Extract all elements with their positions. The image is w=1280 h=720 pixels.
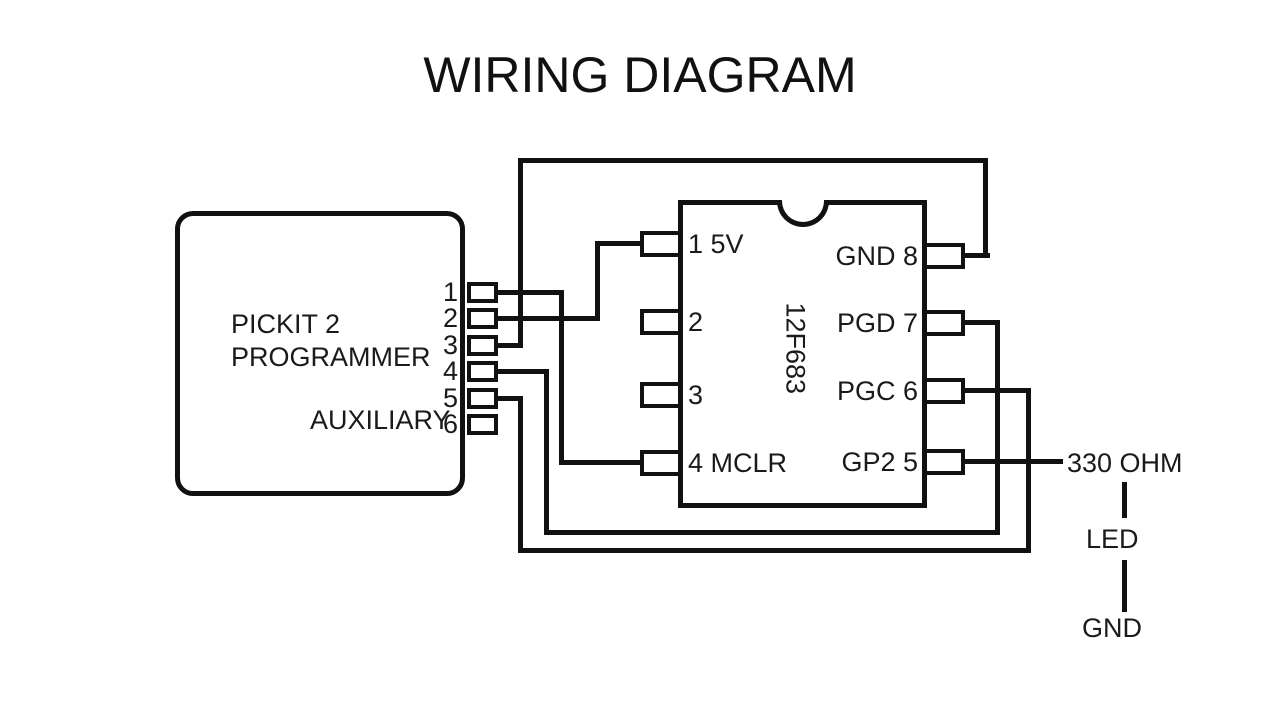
wire-segment — [495, 290, 564, 295]
wire-segment — [995, 320, 1000, 535]
ic-pin-pad-4 — [640, 450, 682, 476]
pickit-pin-number-6: 6 — [442, 409, 458, 439]
wire-segment — [518, 396, 523, 553]
pickit-pin-number-4: 4 — [442, 356, 458, 386]
pickit-pin-pad-5 — [467, 388, 498, 409]
wire-segment — [961, 253, 990, 258]
wire-segment — [497, 343, 523, 348]
pickit-pin-number-5: 5 — [442, 383, 458, 413]
ic-pin-pad-2 — [640, 309, 682, 335]
wire-segment — [518, 158, 988, 163]
wire-segment — [495, 316, 600, 321]
auxiliary-label: AUXILIARY — [310, 405, 451, 435]
led-label: LED — [1086, 524, 1139, 554]
wire-segment — [559, 460, 645, 465]
ic-pin-pad-1 — [640, 231, 682, 257]
wire-segment — [961, 459, 1063, 464]
wire-segment — [595, 241, 600, 321]
pickit-pin-number-1: 1 — [442, 277, 458, 307]
wire-segment — [518, 548, 1031, 553]
wire-segment — [559, 290, 564, 465]
wire-segment — [595, 241, 645, 246]
wire-segment — [495, 396, 523, 401]
wire-segment — [544, 369, 549, 535]
ic-pin-pad-3 — [640, 382, 682, 408]
ic-12f683-body — [678, 200, 927, 508]
ic-pin-pad-5 — [923, 449, 965, 475]
pickit-pin-pad-4 — [467, 361, 498, 382]
wire-segment — [1026, 388, 1031, 553]
ic-pin-label-gp2-5: GP2 5 — [841, 447, 918, 477]
pickit-pin-pad-3 — [467, 335, 498, 356]
ic-pin-label-1-5v: 1 5V — [688, 229, 744, 259]
pickit-pin-number-2: 2 — [442, 303, 458, 333]
pickit-pin-pad-6 — [467, 414, 498, 435]
pickit2-name-line1: PICKIT 2 — [231, 309, 341, 339]
wire-segment — [961, 388, 1031, 393]
ic-pin-label-pgc-6: PGC 6 — [836, 376, 918, 406]
ic-pin-pad-8 — [923, 243, 965, 269]
ic-pin-label-3: 3 — [688, 380, 704, 410]
ground-label: GND — [1082, 613, 1142, 643]
pickit-pin-pad-1 — [467, 282, 498, 303]
pickit2-name-line2: PROGRAMMER — [231, 342, 431, 372]
ic-pin-pad-7 — [923, 310, 965, 336]
pickit-pin-number-3: 3 — [442, 330, 458, 360]
ic-pin-label-gnd-8: GND 8 — [835, 241, 918, 271]
resistor-label: 330 OHM — [1067, 448, 1183, 478]
pickit-pin-pad-2 — [467, 308, 498, 329]
ic-pin-label-4-mclr: 4 MCLR — [688, 448, 788, 478]
wire-segment — [961, 320, 1000, 325]
ic-pin-label-2: 2 — [688, 307, 704, 337]
wire-segment — [1122, 482, 1127, 518]
ic-pin-label-pgd-7: PGD 7 — [836, 308, 918, 338]
ic-pin-pad-6 — [923, 378, 965, 404]
wire-segment — [495, 369, 549, 374]
wire-segment — [1122, 560, 1127, 612]
pickit2-programmer-box — [175, 211, 465, 496]
wire-segment — [544, 530, 1000, 535]
wire-segment — [518, 158, 523, 348]
wire-segment — [983, 158, 988, 258]
diagram-title: WIRING DIAGRAM — [423, 47, 857, 103]
